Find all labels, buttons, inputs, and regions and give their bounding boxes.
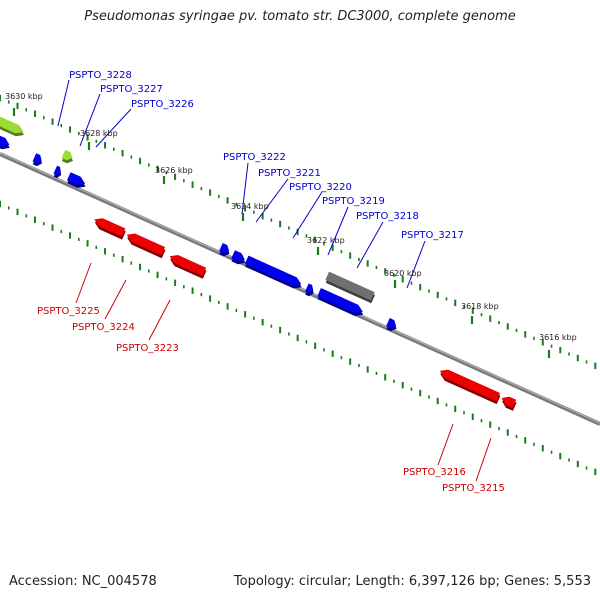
- kbp-label-3630: 3630 kbp: [5, 92, 43, 101]
- kbp-label-3628: 3628 kbp: [80, 129, 118, 138]
- leader-pspto-3228: [57, 79, 70, 127]
- kbp-label-3624: 3624 kbp: [231, 202, 269, 211]
- leader-pspto-3221: [255, 178, 289, 223]
- gene-feature-pspto-3217[interactable]: [385, 318, 399, 333]
- gene-feature-rna[interactable]: [0, 115, 27, 139]
- gene-label-pspto-3228[interactable]: PSPTO_3228: [69, 70, 132, 81]
- gene-feature-pspto-3223[interactable]: [167, 252, 208, 279]
- leader-pspto-3219: [327, 206, 349, 256]
- genome-title: Pseudomonas syringae pv. tomato str. DC3…: [84, 9, 516, 24]
- gene-feature-pspto-3228[interactable]: [0, 135, 13, 152]
- gene-feature-pspto-3219[interactable]: [304, 283, 316, 297]
- gene-features: [0, 115, 518, 411]
- gene-feature-pspto-3218[interactable]: [316, 288, 366, 319]
- gene-feature-pspto-3216[interactable]: [437, 367, 501, 405]
- gene-label-pspto-3226[interactable]: PSPTO_3226: [131, 99, 194, 110]
- kbp-label-3620: 3620 kbp: [384, 269, 422, 278]
- gene-feature-other[interactable]: [324, 271, 376, 304]
- leader-pspto-3217: [406, 240, 426, 289]
- gene-feature-pspto-3227[interactable]: [31, 153, 44, 167]
- leader-pspto-3215: [475, 437, 492, 482]
- genome-summary-text: Topology: circular; Length: 6,397,126 bp…: [233, 574, 591, 589]
- gene-feature-pspto-3215[interactable]: [499, 394, 518, 411]
- gene-feature-pspto-3226[interactable]: [66, 172, 89, 190]
- gene-label-pspto-3227[interactable]: PSPTO_3227: [100, 84, 163, 95]
- leader-pspto-3225: [75, 262, 92, 304]
- label-leaders: [57, 79, 492, 482]
- gene-label-pspto-3219[interactable]: PSPTO_3219: [322, 196, 385, 207]
- gene-feature-pspto-3224[interactable]: [124, 231, 167, 259]
- gene-feature-pspto-3225[interactable]: [92, 215, 127, 240]
- gene-feature-pspto-3220[interactable]: [244, 255, 305, 292]
- accession-text: Accession: NC_004578: [9, 574, 157, 589]
- scale-ticks: [0, 94, 597, 476]
- leader-pspto-3227: [79, 93, 101, 147]
- leader-pspto-3222: [241, 162, 249, 215]
- gene-label-pspto-3223[interactable]: PSPTO_3223: [116, 343, 179, 354]
- leader-pspto-3218: [356, 221, 384, 269]
- gene-label-pspto-3216[interactable]: PSPTO_3216: [403, 467, 466, 478]
- kbp-label-3618: 3618 kbp: [461, 302, 499, 311]
- gene-label-pspto-3221[interactable]: PSPTO_3221: [258, 168, 321, 179]
- kbp-label-3626: 3626 kbp: [155, 166, 193, 175]
- gene-label-pspto-3215[interactable]: PSPTO_3215: [442, 483, 505, 494]
- gene-feature-pspto-3227b[interactable]: [52, 165, 64, 180]
- gene-label-pspto-3224[interactable]: PSPTO_3224: [72, 322, 135, 333]
- gene-label-pspto-3225[interactable]: PSPTO_3225: [37, 306, 100, 317]
- kbp-label-3622: 3622 kbp: [307, 236, 345, 245]
- gene-feature-pspto-3221[interactable]: [230, 250, 248, 266]
- kbp-label-3616: 3616 kbp: [539, 333, 577, 342]
- gene-label-pspto-3222[interactable]: PSPTO_3222: [223, 152, 286, 163]
- genome-backbone: [0, 152, 600, 426]
- leader-pspto-3220: [292, 191, 323, 239]
- gene-label-pspto-3220[interactable]: PSPTO_3220: [289, 182, 352, 193]
- leader-pspto-3216: [437, 423, 454, 466]
- gene-label-pspto-3218[interactable]: PSPTO_3218: [356, 211, 419, 222]
- gene-feature-pspto-3222[interactable]: [218, 243, 232, 258]
- gene-feature-rna[interactable]: [61, 149, 76, 165]
- leader-pspto-3226: [95, 108, 132, 148]
- leader-pspto-3224: [104, 279, 127, 320]
- leader-pspto-3223: [148, 299, 171, 341]
- gene-label-pspto-3217[interactable]: PSPTO_3217: [401, 230, 464, 241]
